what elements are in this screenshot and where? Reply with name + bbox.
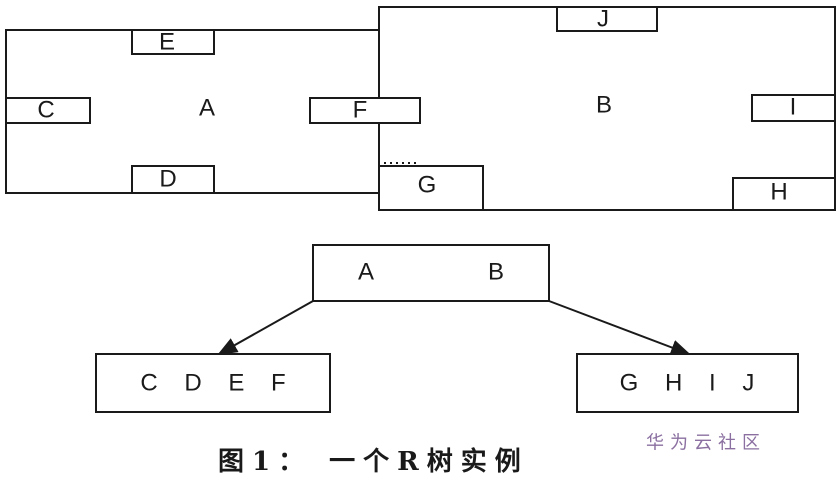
tree-edge-right — [548, 300, 691, 356]
region-j-label: J — [597, 6, 609, 33]
region-e: E — [131, 29, 215, 56]
region-g-label: G — [418, 172, 437, 199]
tree-left-label: C D E F — [140, 370, 295, 397]
region-c: C — [5, 97, 91, 124]
region-i-label: I — [790, 94, 797, 121]
tree-root-node: A B — [312, 244, 550, 302]
region-b-label: B — [596, 92, 612, 119]
region-g: G — [378, 165, 484, 211]
region-f-label: F — [353, 97, 368, 124]
tree-right-label: G H I J — [620, 370, 765, 397]
region-j: J — [556, 6, 658, 33]
tree-root-label-a: A — [358, 259, 374, 286]
tree-edge-left — [217, 300, 314, 355]
region-e-label: E — [159, 29, 175, 56]
region-h-label: H — [770, 179, 787, 206]
tree-left-node: C D E F — [95, 353, 331, 413]
region-d: D — [131, 165, 215, 194]
region-d-label: D — [159, 166, 176, 193]
region-h: H — [732, 177, 836, 211]
tree-right-node: G H I J — [576, 353, 799, 413]
region-f: F — [309, 97, 421, 124]
region-i: I — [751, 94, 836, 122]
region-a-label: A — [199, 95, 215, 122]
watermark: 华为云社区 — [646, 433, 766, 454]
tree-root-label-b: B — [488, 259, 504, 286]
region-c-label: C — [37, 97, 54, 124]
figure-caption: 图1： 一个R树实例 — [218, 446, 529, 477]
